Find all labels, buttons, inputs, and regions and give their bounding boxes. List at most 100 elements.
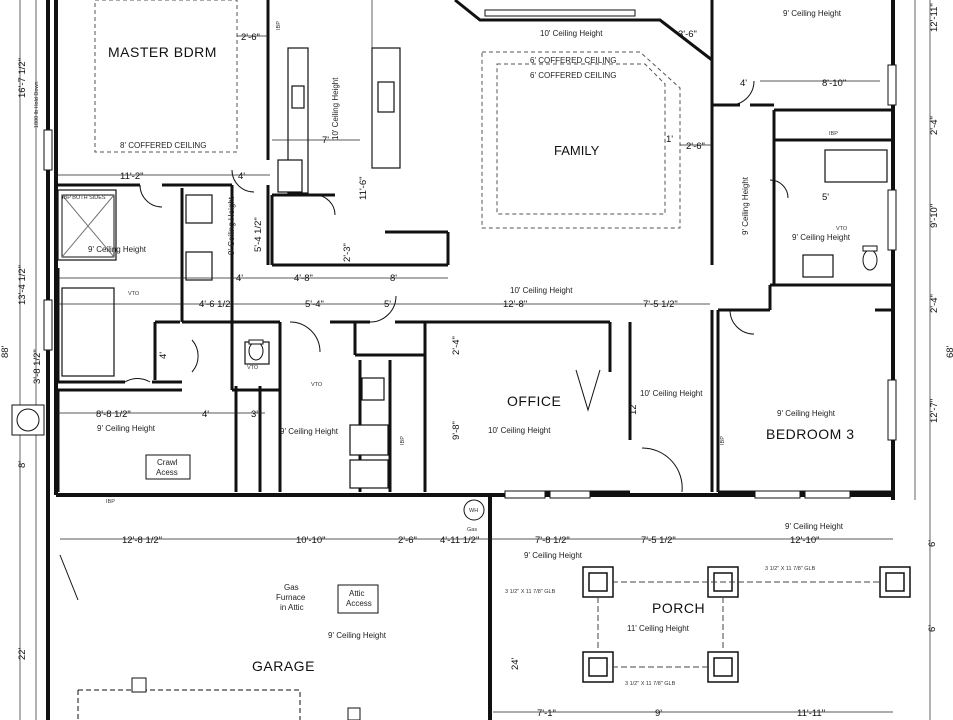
dim-label: 12'-11" [929,3,940,32]
dim-label: 8' [17,461,28,468]
dim-label: 8' [390,273,397,284]
dim-label: 2'-6" [686,141,705,152]
hold-down-note: 1800 lb Hold Down [34,82,40,128]
dim-label: 12'-8" [503,299,527,310]
bed2-ceiling-b: 9' Ceiling Height [741,176,750,235]
door-swings [59,80,789,601]
interior-walls [56,0,893,494]
closet-ceiling-note: 9' Ceiling Height [97,424,156,433]
dim-label: 9'-8" [451,421,462,440]
bed2-ceiling-note: 9' Ceiling Height [783,9,842,18]
garage-label: GARAGE [252,658,315,674]
dim-label: 4' [238,171,245,182]
east-ceiling-note: 10' Ceiling Height [640,389,703,398]
dim-label: 12' [628,402,639,415]
dim-label: 4'-6 1/2" [199,299,234,310]
dim-label: 5' [822,192,829,203]
attic-note: Attic [349,589,365,598]
dim-label: 8'-8 1/2" [96,409,131,420]
office-ceiling-note: 10' Ceiling Height [488,426,551,435]
wh-note: WH [469,508,478,514]
glb-note-c: 3 1/2" X 11 7/8" GLB [625,681,676,687]
dim-label: 3'-8 1/2" [32,349,43,384]
dim-label: 5' [384,299,391,310]
dim-label: 11'-2" [120,171,144,182]
hall-ceiling-note: 10' Ceiling Height [510,286,573,295]
dim-label: 4' [236,273,243,284]
beam-lines [597,581,880,668]
dim-label: 7' [322,135,329,146]
dim-label: 2'-4" [929,116,940,135]
porch-ceiling-note: 11' Ceiling Height [627,624,690,633]
vto-note-d: VTO [836,226,848,232]
furnace-note: Furnace [276,593,306,602]
vto-note-a: VTO [128,291,140,297]
vto-note-c: VTO [311,382,323,388]
dim-label: 6' [927,625,938,632]
access-note: Acess [156,468,178,477]
office-label: OFFICE [507,393,561,409]
bath-ceiling-note: 9' Ceiling Height [88,245,147,254]
dim-label: 4'-8" [294,273,313,284]
master-coffered-note: 8' COFFERED CEILING [120,141,206,150]
family-coffered-note-a: 6' COFFERED CEILING [530,56,616,65]
master-bedroom-label: MASTER BDRM [108,44,217,60]
ibp-note-e: IBP [720,436,726,445]
attic-access-note: Access [346,599,372,608]
ibp-note-a: IBP [829,131,838,137]
dim-label: 4' [740,78,747,89]
dim-label: 3' [251,409,258,420]
dim-label: 68' [945,345,953,358]
dim-label: 7'-8 1/2" [535,535,570,546]
misc-shapes [11,404,485,720]
family-ceiling-note: 10' Ceiling Height [540,29,603,38]
dim-label: 5'-4" [305,299,324,310]
dim-label: 1' [666,134,673,145]
hall-ceiling-9-vertical: 9' Ceiling Height [227,196,236,255]
glb-note-b: 3 1/2" X 11 7/8" GLB [505,589,556,595]
dim-label: 11'-11" [797,708,825,719]
vto-note-b: VTO [247,365,259,371]
dim-label: 4'-11 1/2" [440,535,479,546]
dim-label: 6' [927,540,938,547]
dim-label: 11'-6" [358,177,369,201]
dim-label: 13'-4 1/2" [17,265,28,305]
bedroom3-label: BEDROOM 3 [766,426,855,442]
family-coffered-note-b: 6' COFFERED CEILING [530,71,616,80]
gas-note-2: Gas [467,527,477,533]
dim-label: 7'-1" [537,708,556,719]
garage-ceiling-note: 9' Ceiling Height [328,631,387,640]
dim-label: 7'-5 1/2" [643,299,678,310]
dim-label: 2'-6" [241,32,260,43]
dim-label: 3'-6" [678,29,697,40]
porch-label: PORCH [652,600,705,616]
dim-label: 2'-6" [398,535,417,546]
gas-note: Gas [284,583,299,592]
dim-label: 8'-10" [822,78,846,89]
dim-label: 4' [158,352,169,359]
dim-label: 10'-10" [296,535,325,546]
crawl-note: Crawl [157,458,178,467]
kitchen-ceiling-vertical: 10' Ceiling Height [331,77,340,140]
dim-label: 12'-7" [929,399,940,423]
dim-label: 9'-10" [929,204,940,228]
ibp-note-c: IBP [276,21,282,30]
exterior-walls [46,0,895,720]
dim-label: 22' [17,647,28,660]
family-label: FAMILY [554,143,600,158]
dim-label: 2'-4" [929,294,940,313]
ibp-note-d: IBP [400,436,406,445]
dim-label: 2'-3" [342,243,353,262]
bed3-ceiling-note: 9' Ceiling Height [777,409,836,418]
dim-label: 12'-10" [790,535,819,546]
coffered-ceilings [94,0,681,229]
ibp-note-b: IBP [106,499,115,505]
dim-label: 4' [202,409,209,420]
dim-label: 16'-7 1/2" [17,58,28,98]
laundry-ceiling-note: 9' Ceiling Height [280,427,339,436]
in-attic-note: in Attic [280,603,304,612]
dimension-lines [19,0,931,720]
porch-ceiling-b: 9' Ceiling Height [785,522,844,531]
dim-label: 24' [510,657,521,670]
